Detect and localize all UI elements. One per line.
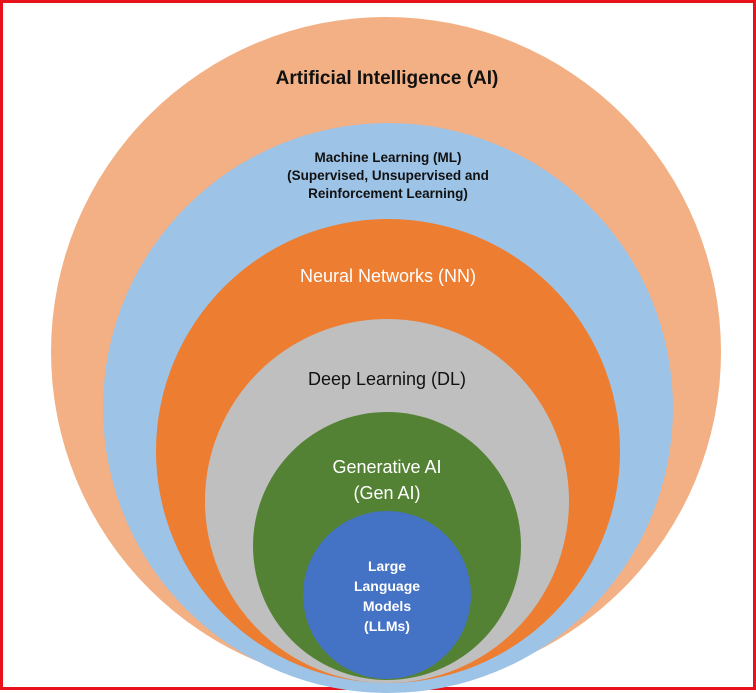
llm-circle [303, 511, 471, 679]
nn-label: Neural Networks (NN) [300, 266, 476, 286]
llm-label-line-1: Large [368, 558, 406, 574]
gen-ai-label-line-2: (Gen AI) [353, 483, 420, 503]
ml-label-title: Machine Learning (ML) [314, 150, 461, 165]
gen-ai-label-line-1: Generative AI [332, 457, 441, 477]
ml-label-subtitle-2: Reinforcement Learning) [308, 186, 468, 201]
nested-circles-diagram: Artificial Intelligence (AI) Machine Lea… [51, 17, 721, 693]
llm-label-line-4: (LLMs) [364, 618, 410, 634]
dl-label: Deep Learning (DL) [308, 369, 466, 389]
llm-label-line-2: Language [354, 578, 420, 594]
ai-label: Artificial Intelligence (AI) [276, 68, 499, 89]
ml-label-subtitle-1: (Supervised, Unsupervised and [287, 168, 489, 183]
llm-label-line-3: Models [363, 598, 411, 614]
